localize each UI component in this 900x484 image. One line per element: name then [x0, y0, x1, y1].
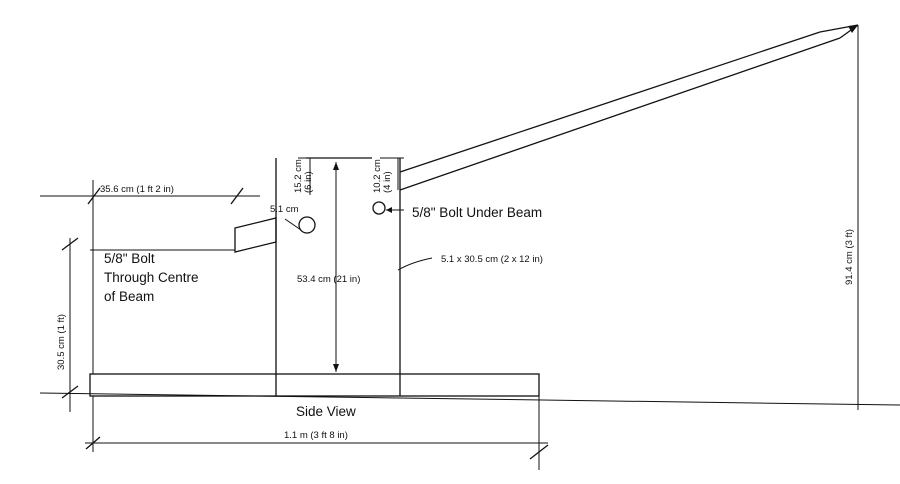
left-dim-tick-bottom — [61, 385, 79, 399]
ramp-top-edge — [399, 31, 821, 173]
view-caption: Side View — [296, 404, 356, 419]
post-top-a-label: 15.2 cm — [293, 159, 304, 193]
base-beam — [89, 373, 540, 397]
peak-arrow — [848, 25, 858, 33]
lumber-leader — [397, 257, 433, 271]
left-dimension-label: 30.5 cm (1 ft) — [56, 314, 67, 370]
bolt-through-label-3: of Beam — [104, 289, 154, 304]
post-top-a-imperial: (6 in) — [303, 171, 314, 193]
right-height-label: 91.4 cm (3 ft) — [844, 229, 855, 285]
bolt-under-circle — [372, 201, 386, 215]
top-dim-tick-left — [87, 187, 101, 205]
ground-line — [39, 392, 900, 406]
post-height-label: 53.4 cm (21 in) — [297, 274, 360, 285]
bottom-dim-tick-left — [85, 436, 101, 450]
post-height-arrow-bottom — [333, 364, 339, 372]
top-dim-tick-right — [230, 187, 244, 205]
post-top-b-imperial: (4 in) — [382, 171, 393, 193]
bolt-through-label-1: 5/8" Bolt — [104, 251, 155, 266]
bolt-through-circle — [298, 216, 316, 234]
ramp-bottom-edge — [399, 37, 841, 191]
post-height-arrow-top — [333, 162, 339, 170]
lumber-label: 5.1 x 30.5 cm (2 x 12 in) — [441, 254, 543, 265]
top-dimension-label: 35.6 cm (1 ft 2 in) — [100, 184, 174, 195]
bolt-under-label: 5/8" Bolt Under Beam — [412, 205, 542, 220]
small-gap-label: 5.1 cm — [270, 204, 299, 215]
bolt-through-label-2: Through Centre — [104, 270, 199, 285]
bottom-dimension-label: 1.1 m (3 ft 8 in) — [284, 430, 348, 441]
left-dim-tick-top — [61, 237, 79, 251]
bolt-under-arrow — [386, 207, 392, 213]
post-top-b-label: 10.2 cm — [372, 159, 383, 193]
bolt-through-leader — [284, 218, 302, 231]
angled-step — [234, 217, 277, 253]
bottom-dim-tick-right — [529, 444, 549, 460]
